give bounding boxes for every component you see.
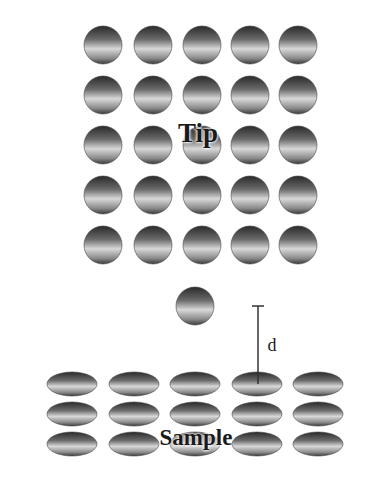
sample-atom <box>109 372 159 396</box>
tip-atom <box>183 176 221 214</box>
tip-atom <box>183 226 221 264</box>
distance-label: d <box>268 336 277 354</box>
sample-atom <box>293 402 343 426</box>
tip-atom <box>231 76 269 114</box>
tip-atom <box>134 26 172 64</box>
sample-label: Sample <box>160 426 233 449</box>
tip-atom <box>134 226 172 264</box>
tip-atom <box>134 126 172 164</box>
tip-atom <box>84 76 122 114</box>
tip-atom <box>279 126 317 164</box>
tip-atom <box>183 76 221 114</box>
tip-atom <box>231 26 269 64</box>
tip-atom <box>183 26 221 64</box>
tip-label: Tip <box>178 120 218 147</box>
tip-atom <box>84 226 122 264</box>
distance-marker <box>252 306 264 384</box>
tip-atom <box>84 176 122 214</box>
sample-atom <box>232 402 282 426</box>
sample-atom <box>47 402 97 426</box>
sample-atom <box>47 372 97 396</box>
tip-atom <box>279 26 317 64</box>
tip-atom <box>231 126 269 164</box>
tip-atom <box>134 76 172 114</box>
sample-atom <box>232 372 282 396</box>
sample-atom <box>293 372 343 396</box>
tip-atom <box>279 176 317 214</box>
tip-atom <box>84 126 122 164</box>
sample-atom <box>170 372 220 396</box>
sample-atom <box>47 432 97 456</box>
tip-atom <box>84 26 122 64</box>
sample-atom <box>232 432 282 456</box>
sample-atom <box>109 402 159 426</box>
tip-atom <box>134 176 172 214</box>
tip-atom <box>279 76 317 114</box>
tip-atom <box>231 176 269 214</box>
tip-atom <box>176 287 214 325</box>
sample-atom <box>109 432 159 456</box>
tip-atom <box>231 226 269 264</box>
tip-atom <box>279 226 317 264</box>
sample-atom <box>293 432 343 456</box>
sample-atom <box>170 402 220 426</box>
